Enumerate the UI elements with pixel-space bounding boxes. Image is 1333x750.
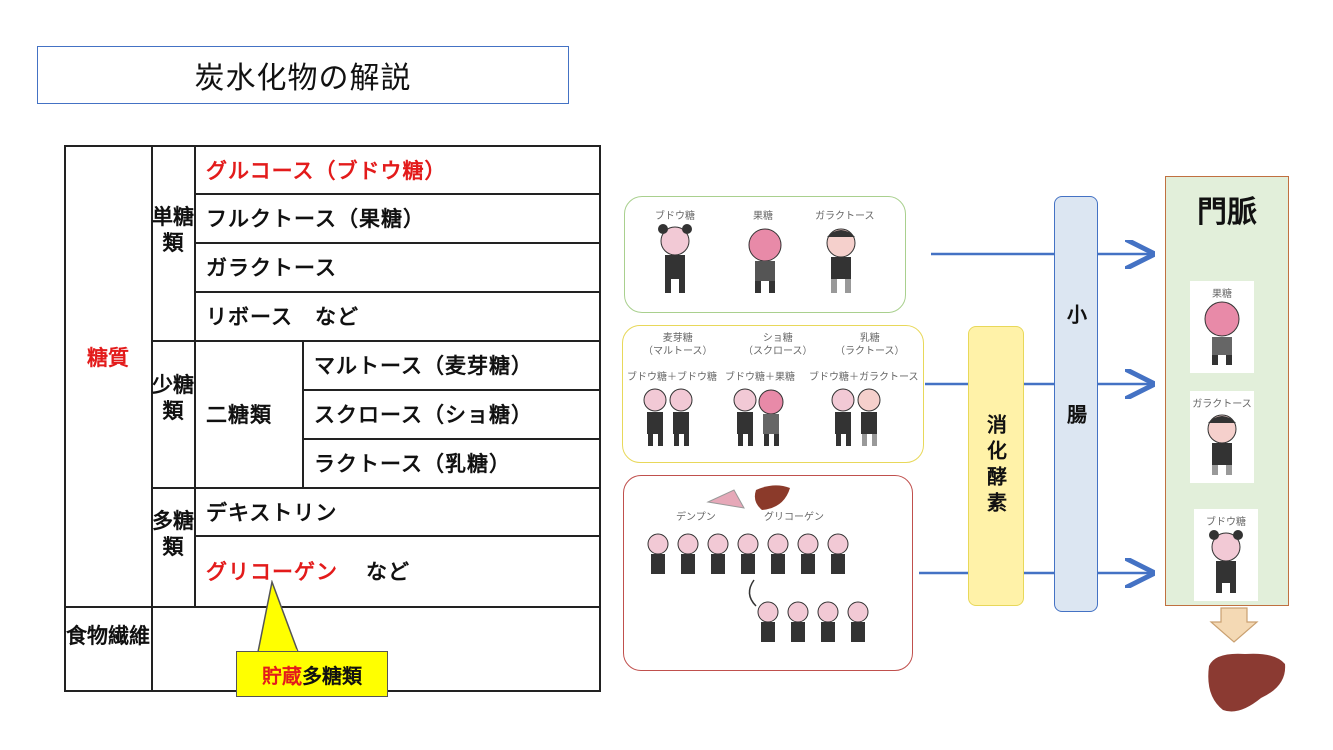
digestive-enzyme-box: 消化酵素: [968, 326, 1024, 606]
page-title: 炭水化物の解説: [37, 46, 569, 104]
monosaccharide-group: ブドウ糖 果糖 ガラクトース: [624, 196, 906, 313]
small-intestine-label: 小腸: [1063, 304, 1088, 504]
group2-label-maltose: 麦芽糖（マルトース）: [643, 333, 713, 357]
callout-text: 多糖類: [302, 663, 362, 688]
portal-vein-box: 門脈 果糖 ガラクトース ブドウ糖: [1165, 176, 1289, 606]
table-item-glycogen-row: グリコーゲン など: [206, 537, 410, 605]
group1-label-fructose: 果糖: [753, 211, 773, 222]
group2-label-lactose: 乳糖（ラクトース）: [835, 333, 905, 357]
sugar-characters-icon: [658, 224, 856, 293]
table-item-sucrose: スクロース（ショ糖）: [314, 403, 533, 427]
dietary-fiber-label: 食物繊維: [66, 624, 150, 648]
oligosaccharide-label: 少糖類: [152, 373, 194, 423]
group1-label-galactose: ガラクトース: [815, 211, 875, 222]
digestive-enzyme-label: 消化酵素: [983, 414, 1008, 518]
portal-fructose-card: 果糖: [1190, 281, 1254, 373]
group2-combo-lactose: ブドウ糖＋ガラクトース: [809, 372, 919, 383]
table-item-galactose: ガラクトース: [206, 256, 337, 280]
absorption-arrows: [919, 240, 1155, 590]
sugar-category-label: 糖質: [87, 346, 129, 370]
disaccharide-group: 麦芽糖（マルトース） ショ糖（スクロース） 乳糖（ラクトース） ブドウ糖＋ブドウ…: [622, 325, 924, 463]
group1-label-glucose: ブドウ糖: [655, 211, 695, 222]
fructose-character-icon: [1204, 301, 1240, 365]
liver-icon: [1208, 653, 1286, 712]
portal-fructose-label: 果糖: [1212, 289, 1232, 300]
table-item-ribose: リボース など: [206, 305, 359, 329]
storage-polysaccharide-callout: 貯蔵多糖類: [236, 651, 388, 697]
callout-highlight: 貯蔵: [262, 663, 302, 688]
galactose-character-icon: [1207, 414, 1237, 475]
disaccharide-characters-icon: [643, 388, 881, 446]
callout-pointer: [257, 580, 300, 653]
table-item-etc: など: [366, 560, 410, 584]
group3-label-glycogen: グリコーゲン: [764, 512, 824, 523]
liver-arrow-and-icon: [1208, 607, 1286, 712]
small-intestine-box: 小腸: [1054, 196, 1098, 612]
portal-glucose-label: ブドウ糖: [1206, 517, 1246, 528]
glucose-character-icon: [1209, 530, 1243, 593]
group3-label-starch: デンプン: [676, 512, 716, 523]
glycogen-chain-icon: [647, 533, 869, 642]
table-item-fructose: フルクトース（果糖）: [206, 207, 425, 231]
table-item-glycogen: グリコーゲン: [206, 560, 338, 584]
group2-combo-maltose: ブドウ糖＋ブドウ糖: [627, 372, 717, 383]
polysaccharide-group: デンプン グリコーゲン: [623, 475, 913, 671]
portal-vein-title: 門脈: [1197, 195, 1257, 230]
portal-galactose-label: ガラクトース: [1192, 399, 1252, 410]
table-item-maltose: マルトース（麦芽糖）: [314, 354, 533, 378]
starch-liver-icon: [706, 485, 790, 510]
polysaccharide-label: 多糖類: [152, 509, 194, 559]
disaccharide-label: 二糖類: [206, 403, 272, 427]
table-item-lactose: ラクトース（乳糖）: [314, 452, 511, 476]
down-arrow-icon: [1209, 607, 1259, 643]
group2-label-sucrose: ショ糖（スクロース）: [743, 333, 813, 357]
group2-combo-sucrose: ブドウ糖＋果糖: [725, 372, 795, 383]
table-item-glucose: グルコース（ブドウ糖）: [206, 159, 447, 183]
portal-galactose-card: ガラクトース: [1190, 391, 1254, 483]
portal-glucose-card: ブドウ糖: [1194, 509, 1258, 601]
monosaccharide-label: 単糖類: [152, 205, 194, 255]
table-item-dextrin: デキストリン: [206, 500, 338, 525]
